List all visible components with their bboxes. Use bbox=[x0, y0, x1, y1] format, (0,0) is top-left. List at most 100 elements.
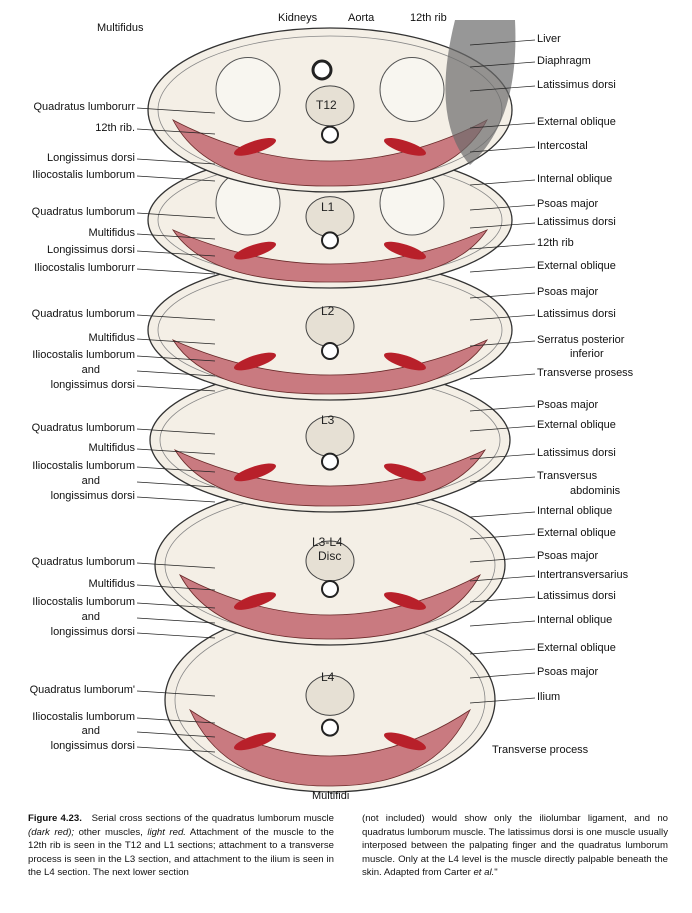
caption-text: " bbox=[494, 867, 498, 879]
back-muscles bbox=[179, 574, 481, 640]
vertebra-label: L4 bbox=[321, 670, 335, 684]
quadratus-lumborum-right bbox=[383, 732, 427, 751]
label-left: Quadratus lumborum bbox=[31, 422, 135, 434]
leader-line bbox=[136, 481, 216, 488]
leader-line bbox=[136, 385, 216, 392]
quadratus-lumborum-right bbox=[383, 138, 427, 156]
leader-line bbox=[136, 233, 216, 240]
label-right: Transversus bbox=[537, 470, 598, 482]
label-right: External oblique bbox=[537, 419, 616, 431]
back-muscles bbox=[173, 449, 487, 507]
vertebra-label: L2 bbox=[321, 304, 335, 318]
quadratus-lumborum-right bbox=[383, 352, 427, 371]
leader-line bbox=[469, 340, 536, 347]
label-left: Iliocostalis lumborum bbox=[32, 349, 135, 361]
quadratus-lumborum-left bbox=[233, 592, 277, 610]
spinal-canal bbox=[321, 452, 339, 471]
label-right: Intertransversarius bbox=[537, 569, 629, 581]
label-left: 12th rib. bbox=[95, 122, 135, 134]
leader-line bbox=[469, 476, 536, 483]
label-right: Serratus posterior bbox=[537, 334, 625, 346]
leader-line bbox=[469, 533, 536, 540]
label-left: longissimus dorsi bbox=[50, 626, 135, 638]
label-left: longissimus dorsi bbox=[50, 490, 135, 502]
caption-text: Attachment of the muscle to the 12th rib… bbox=[28, 826, 335, 879]
label-right: Psoas major bbox=[537, 286, 599, 298]
label-left: Multifidus bbox=[88, 227, 135, 239]
caption-col-1: Figure 4.23. Serial cross sections of th… bbox=[28, 812, 334, 880]
leader-line bbox=[469, 556, 536, 563]
vertebra-label: L3-L4 bbox=[312, 535, 343, 549]
label-left: Quadratus lumborum bbox=[31, 556, 135, 568]
vertebral-body bbox=[305, 674, 355, 716]
leader-line bbox=[136, 496, 216, 503]
leader-line bbox=[469, 453, 536, 460]
quadratus-lumborum-right bbox=[383, 241, 427, 260]
label-top: Multifidus bbox=[97, 22, 144, 34]
label-right: Latissimus dorsi bbox=[537, 447, 616, 459]
leader-line bbox=[469, 425, 536, 432]
label-left: Quadratus lumborum bbox=[31, 308, 135, 320]
leader-line bbox=[469, 596, 536, 603]
quadratus-lumborum-left bbox=[233, 138, 277, 156]
label-left: and bbox=[81, 475, 100, 487]
leader-line bbox=[136, 268, 216, 275]
label-right: External oblique bbox=[537, 642, 616, 654]
leader-line bbox=[136, 584, 216, 591]
leader-line bbox=[136, 107, 216, 114]
label-left: Multifidus bbox=[88, 332, 135, 344]
leader-line bbox=[136, 617, 216, 624]
leader-line bbox=[136, 731, 216, 738]
label-transverse-process: Transverse process bbox=[492, 744, 589, 756]
leader-line bbox=[469, 648, 536, 655]
leader-line bbox=[469, 266, 536, 273]
label-right: Latissimus dorsi bbox=[537, 216, 616, 228]
caption-text: Serial cross sections of the quadratus l… bbox=[91, 813, 334, 824]
leader-line bbox=[136, 338, 216, 345]
label-left: longissimus dorsi bbox=[50, 379, 135, 391]
leader-line bbox=[136, 746, 216, 753]
quadratus-lumborum-right bbox=[383, 592, 427, 610]
back-muscles bbox=[189, 708, 471, 787]
label-right: 12th rib bbox=[537, 237, 574, 249]
leader-line bbox=[136, 717, 216, 724]
label-left: Iliocostalis lumborum bbox=[32, 596, 135, 608]
quadratus-lumborum-left bbox=[233, 463, 277, 482]
quadratus-lumborum-right bbox=[383, 463, 427, 482]
kidney-left bbox=[215, 57, 281, 122]
leader-line bbox=[469, 511, 536, 518]
leader-line bbox=[136, 175, 216, 182]
leader-line bbox=[469, 222, 536, 229]
leader-line bbox=[469, 61, 536, 68]
label-left: Longissimus dorsi bbox=[46, 152, 135, 164]
leader-line bbox=[469, 314, 536, 321]
vertebra-label: L3 bbox=[321, 413, 335, 427]
leader-line bbox=[136, 250, 216, 257]
label-multifidi: Multifidi bbox=[312, 790, 350, 802]
leader-line bbox=[136, 602, 216, 609]
label-right: External oblique bbox=[537, 527, 616, 539]
label-right: Latissimus dorsi bbox=[537, 308, 616, 320]
caption-text: (not included) would show only the iliol… bbox=[362, 813, 668, 879]
quadratus-lumborum-left bbox=[233, 241, 277, 260]
label-top: Kidneys bbox=[278, 12, 318, 24]
leader-line bbox=[469, 85, 536, 92]
label-left: Iliocostalis lumborurr bbox=[34, 262, 135, 274]
spinal-canal bbox=[321, 125, 339, 144]
label-right: Intercostal bbox=[537, 140, 588, 152]
leader-line bbox=[469, 122, 536, 129]
label-right: Internal oblique bbox=[537, 614, 613, 626]
caption-text: other muscles, bbox=[74, 826, 148, 838]
leader-line bbox=[469, 672, 536, 679]
back-muscles bbox=[172, 119, 488, 187]
leader-line bbox=[136, 632, 216, 639]
leader-line bbox=[469, 39, 536, 46]
label-right: Psoas major bbox=[537, 666, 599, 678]
label-left: Multifidus bbox=[88, 578, 135, 590]
leader-line bbox=[136, 428, 216, 435]
figure-number: Figure 4.23. bbox=[28, 813, 82, 824]
caption-dark-red: (dark red); bbox=[28, 826, 75, 838]
leader-line bbox=[136, 466, 216, 473]
quadratus-lumborum-left bbox=[233, 352, 277, 371]
